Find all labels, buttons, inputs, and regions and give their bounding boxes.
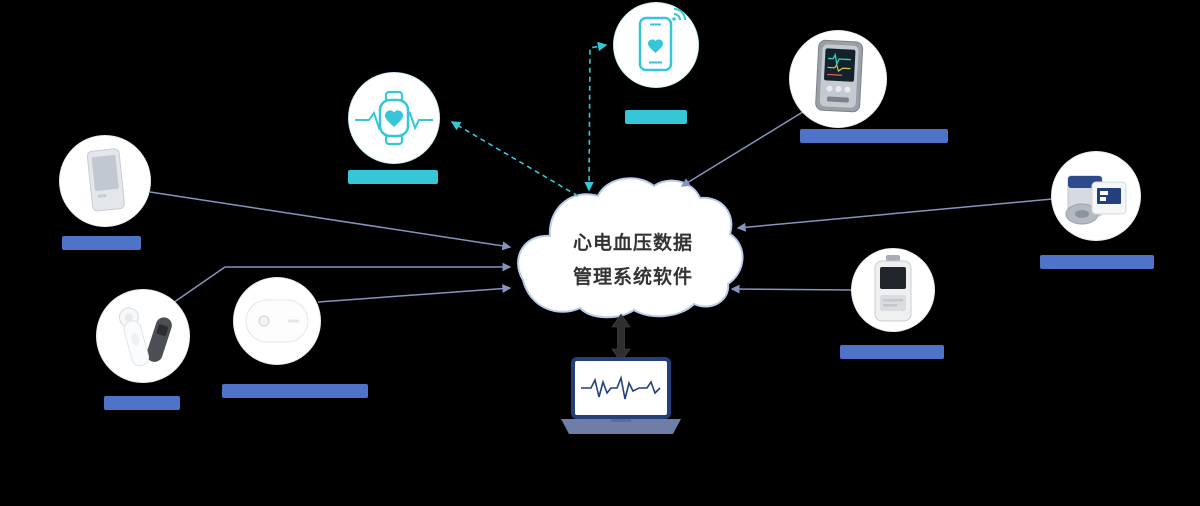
arrow-left-device-to-cloud xyxy=(149,191,512,251)
arrow-bp-cuff-to-cloud xyxy=(736,198,1053,232)
label-bp-cuff-monitor xyxy=(1040,255,1154,269)
handheld-device-icon xyxy=(86,148,125,212)
label-smartwatch xyxy=(348,170,438,184)
smartphone-health-icon xyxy=(638,8,686,72)
device-bp-cuff-monitor xyxy=(1052,152,1140,240)
blood-pressure-monitor-icon xyxy=(815,39,864,113)
cloud-shape xyxy=(517,177,744,319)
device-holter-recorder xyxy=(852,249,934,331)
label-ear-thermometer xyxy=(104,396,180,410)
label-smartphone xyxy=(625,110,687,124)
patch-device-icon xyxy=(245,299,309,343)
cloud-title-line2: 管理系统软件 xyxy=(572,266,693,288)
device-patch-recorder xyxy=(234,278,320,364)
label-bp-monitor xyxy=(800,129,948,143)
arrow-cloud-smartphone-bidirectional xyxy=(584,41,608,192)
label-patch-recorder xyxy=(222,384,368,398)
arrow-ear-thermometer-to-cloud xyxy=(169,262,512,306)
bp-cuff-device-icon xyxy=(1065,175,1127,225)
arrow-holter-to-cloud xyxy=(730,284,853,294)
label-card-reader-left xyxy=(62,236,141,250)
device-card-reader-left xyxy=(60,136,150,226)
arrow-bp-monitor-to-cloud xyxy=(680,109,807,187)
holter-recorder-icon xyxy=(874,255,912,322)
device-smartwatch xyxy=(349,73,439,163)
device-bp-monitor xyxy=(790,31,886,127)
smartwatch-ecg-icon xyxy=(355,90,433,146)
arrow-cloud-to-smartwatch xyxy=(450,121,579,197)
arrow-patch-to-cloud xyxy=(317,284,512,303)
arrow-cloud-laptop-double xyxy=(611,313,631,363)
device-smartphone xyxy=(614,3,698,87)
cloud-title: 心电血压数据 管理系统软件 xyxy=(550,226,716,294)
label-holter-recorder xyxy=(840,345,944,359)
cloud-title-line1: 心电血压数据 xyxy=(572,232,693,254)
laptop-ecg-icon xyxy=(561,357,681,434)
device-ear-thermometer xyxy=(97,290,189,382)
ear-thermometer-icon xyxy=(118,307,172,367)
device-laptop xyxy=(557,356,687,438)
